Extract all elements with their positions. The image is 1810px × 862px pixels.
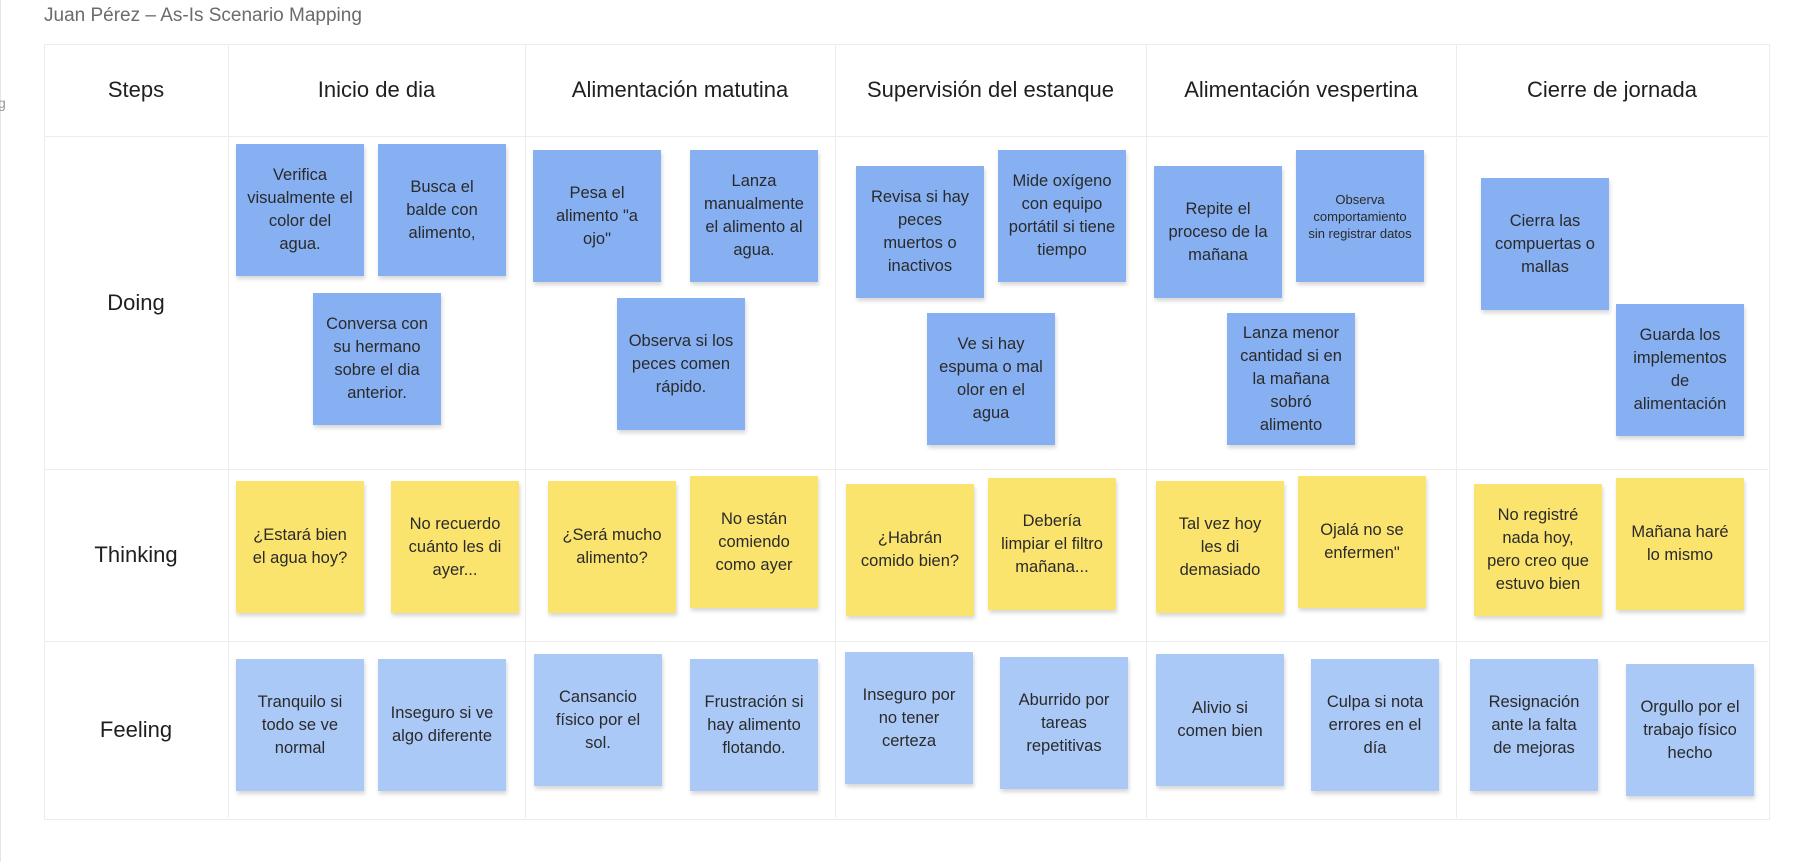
sticky-note-thinking[interactable]: ¿Estará bien el agua hoy? bbox=[236, 481, 364, 613]
row-header-thinking: Thinking bbox=[94, 542, 178, 567]
column-divider bbox=[525, 44, 526, 818]
sticky-note-thinking[interactable]: No registré nada hoy, pero creo que estu… bbox=[1474, 484, 1602, 616]
sticky-note-doing[interactable]: Busca el balde con alimento, bbox=[378, 144, 506, 276]
sticky-note-feeling[interactable]: Alivio si comen bien bbox=[1156, 654, 1284, 786]
sticky-note-thinking[interactable]: No están comiendo como ayer bbox=[690, 476, 818, 608]
sticky-note-feeling[interactable]: Tranquilo si todo se ve normal bbox=[236, 659, 364, 791]
sticky-note-doing[interactable]: Observa comportamiento sin registrar dat… bbox=[1296, 150, 1424, 282]
doing-row-divider bbox=[44, 469, 1768, 470]
sticky-note-doing[interactable]: Mide oxígeno con equipo portátil si tien… bbox=[998, 150, 1126, 282]
sticky-note-feeling[interactable]: Inseguro si ve algo diferente bbox=[378, 659, 506, 791]
sticky-note-doing[interactable]: Lanza menor cantidad si en la mañana sob… bbox=[1227, 313, 1355, 445]
sticky-note-feeling[interactable]: Frustración si hay alimento flotando. bbox=[690, 659, 818, 791]
sticky-note-feeling[interactable]: Culpa si nota errores en el día bbox=[1311, 659, 1439, 791]
column-header-alimentacion-matutina: Alimentación matutina bbox=[571, 77, 789, 102]
sticky-note-thinking[interactable]: ¿Habrán comido bien? bbox=[846, 484, 974, 616]
sticky-note-doing[interactable]: Ve si hay espuma o mal olor en el agua bbox=[927, 313, 1055, 445]
sticky-note-doing[interactable]: Cierra las compuertas o mallas bbox=[1481, 178, 1609, 310]
column-divider bbox=[228, 44, 229, 818]
board-title[interactable]: Juan Pérez – As-Is Scenario Mapping bbox=[44, 5, 362, 26]
sticky-note-feeling[interactable]: Resignación ante la falta de mejoras bbox=[1470, 659, 1598, 791]
sticky-note-feeling[interactable]: Inseguro por no tener certeza bbox=[845, 652, 973, 784]
sticky-note-feeling[interactable]: Aburrido por tareas repetitivas bbox=[1000, 657, 1128, 789]
sticky-note-doing[interactable]: Lanza manualmente el alimento al agua. bbox=[690, 150, 818, 282]
sticky-note-doing[interactable]: Observa si los peces comen rápido. bbox=[617, 298, 745, 430]
row-header-feeling: Feeling bbox=[99, 716, 173, 742]
sticky-note-feeling[interactable]: Orgullo por el trabajo físico hecho bbox=[1626, 664, 1754, 796]
column-header-alimentacion-vespertina: Alimentación vespertina bbox=[1184, 77, 1418, 102]
sticky-note-doing[interactable]: Guarda los implementos de alimentación bbox=[1616, 304, 1744, 436]
column-divider bbox=[1146, 44, 1147, 818]
sticky-note-thinking[interactable]: Ojalá no se enfermen" bbox=[1298, 476, 1426, 608]
header-row-divider bbox=[44, 136, 1768, 137]
sticky-note-thinking[interactable]: No recuerdo cuánto les di ayer... bbox=[391, 481, 519, 613]
column-divider bbox=[835, 44, 836, 818]
column-header-supervision-del-estanque: Supervisión del estanque bbox=[866, 77, 1115, 102]
sticky-note-doing[interactable]: Conversa con su hermano sobre el dia ant… bbox=[313, 293, 441, 425]
sticky-note-doing[interactable]: Pesa el alimento "a ojo" bbox=[533, 150, 661, 282]
thinking-row-divider bbox=[44, 641, 1768, 642]
steps-header: Steps bbox=[107, 77, 165, 102]
sticky-note-thinking[interactable]: Tal vez hoy les di demasiado bbox=[1156, 481, 1284, 613]
sticky-note-thinking[interactable]: Debería limpiar el filtro mañana... bbox=[988, 478, 1116, 610]
column-header-cierre-de-jornada: Cierre de jornada bbox=[1527, 77, 1697, 102]
column-divider bbox=[1456, 44, 1457, 818]
column-header-inicio-de-dia: Inicio de dia bbox=[317, 77, 436, 102]
sticky-note-feeling[interactable]: Cansancio físico por el sol. bbox=[534, 654, 662, 786]
sticky-note-doing[interactable]: Revisa si hay peces muertos o inactivos bbox=[856, 166, 984, 298]
sticky-note-doing[interactable]: Repite el proceso de la mañana bbox=[1154, 166, 1282, 298]
sticky-note-doing[interactable]: Verifica visualmente el color del agua. bbox=[236, 144, 364, 276]
canvas-left-edge bbox=[0, 0, 1, 862]
sticky-note-thinking[interactable]: ¿Será mucho alimento? bbox=[548, 481, 676, 613]
canvas-edge-glyph: g bbox=[0, 95, 6, 111]
sticky-note-thinking[interactable]: Mañana haré lo mismo bbox=[1616, 478, 1744, 610]
row-header-doing: Doing bbox=[107, 289, 165, 315]
